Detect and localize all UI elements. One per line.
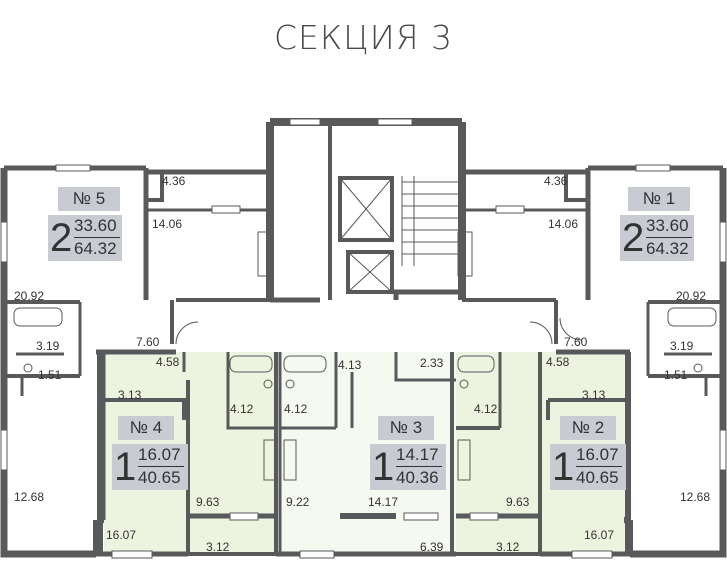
room-area: 4.36 xyxy=(162,174,186,188)
left-wing-windows xyxy=(0,164,241,471)
room-area: 3.12 xyxy=(206,540,230,554)
corridor xyxy=(170,300,558,344)
room-area: 7.60 xyxy=(564,335,588,349)
apartment-1-info: 2 33.60 64.32 xyxy=(620,215,694,261)
room-area: 4.12 xyxy=(230,402,254,416)
room-area: 14.06 xyxy=(548,217,579,231)
room-area: 2.33 xyxy=(420,356,444,370)
apartment-2-total: 40.65 xyxy=(576,468,619,487)
doors xyxy=(175,317,583,345)
room-area: 9.63 xyxy=(506,495,530,509)
apartment-4-info: 1 16.07 40.65 xyxy=(112,444,188,490)
apartment-4-divider xyxy=(138,466,184,467)
apartment-5-rooms: 2 xyxy=(50,216,73,260)
room-area: 4.36 xyxy=(544,174,568,188)
apartment-2-number: № 2 xyxy=(560,416,616,440)
room-area: 16.07 xyxy=(584,528,615,542)
apartment-3-rooms: 1 xyxy=(372,445,395,489)
fixtures xyxy=(13,231,717,481)
apartment-3-divider xyxy=(396,466,442,467)
room-area: 1.51 xyxy=(38,368,62,382)
core xyxy=(266,118,466,303)
apartment-5-number: № 5 xyxy=(58,187,120,211)
room-area: 7.60 xyxy=(136,335,160,349)
room-area: 9.22 xyxy=(286,495,310,509)
apartment-4-living: 16.07 xyxy=(138,445,181,464)
apartment-2-living: 16.07 xyxy=(576,445,619,464)
room-area: 4.12 xyxy=(474,402,498,416)
apartment-1-living: 33.60 xyxy=(646,216,689,235)
section-title: СЕКЦИЯ 3 xyxy=(273,18,454,57)
left-wing-walls xyxy=(0,165,270,558)
room-area: 12.68 xyxy=(14,490,45,504)
room-area: 1.51 xyxy=(664,368,688,382)
core-windows xyxy=(289,118,413,126)
lower-windows xyxy=(111,512,613,559)
apartment-4-rooms: 1 xyxy=(114,445,137,489)
apartment-3-number: № 3 xyxy=(378,416,434,440)
apartment-1-rooms: 2 xyxy=(622,216,645,260)
apartment-4-number: № 4 xyxy=(118,416,174,440)
apartment-5-living: 33.60 xyxy=(74,216,117,235)
room-area: 3.19 xyxy=(36,339,60,353)
room-area: 20.92 xyxy=(676,289,707,303)
apartment-1-number: № 1 xyxy=(628,187,690,211)
apartment-4-total: 40.65 xyxy=(138,468,181,487)
apartment-5-total: 64.32 xyxy=(74,239,117,258)
room-area: 14.17 xyxy=(368,495,399,509)
apartment-2-rooms: 1 xyxy=(552,445,575,489)
room-area: 3.19 xyxy=(670,339,694,353)
apartment-3-total: 40.36 xyxy=(396,468,439,487)
apartment-1-total: 64.32 xyxy=(646,239,689,258)
apartment-5-divider xyxy=(74,237,120,238)
room-area: 9.63 xyxy=(196,495,220,509)
apartment-3-info: 1 14.17 40.36 xyxy=(370,444,446,490)
apartment-2-info: 1 16.07 40.65 xyxy=(550,444,626,490)
apartment-5-info: 2 33.60 64.32 xyxy=(48,215,122,261)
room-area: 4.58 xyxy=(156,355,180,369)
room-area: 3.13 xyxy=(582,388,606,402)
room-area: 3.13 xyxy=(118,388,142,402)
room-area: 3.12 xyxy=(496,540,520,554)
room-area: 4.58 xyxy=(546,355,570,369)
apartment-2-divider xyxy=(576,466,622,467)
apartment-3-living: 14.17 xyxy=(396,445,439,464)
room-area: 4.13 xyxy=(338,358,362,372)
room-area: 16.07 xyxy=(106,528,137,542)
room-area: 14.06 xyxy=(152,217,183,231)
room-area: 12.68 xyxy=(680,490,711,504)
room-area: 20.92 xyxy=(14,289,45,303)
apartment-1-divider xyxy=(646,237,692,238)
room-area: 4.12 xyxy=(284,402,308,416)
right-wing-windows xyxy=(495,164,727,471)
room-area: 6.39 xyxy=(420,540,444,554)
